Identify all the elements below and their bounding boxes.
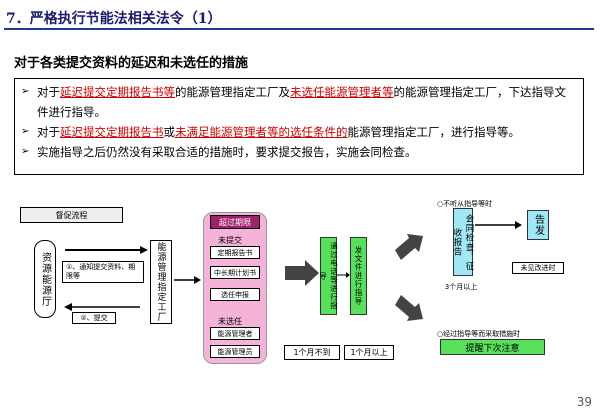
not-improved-label: 未见改进时	[512, 262, 564, 274]
bullet-marker: ➢	[21, 86, 30, 97]
factory-label: 能源管理指定工厂	[155, 242, 166, 322]
bullet-item: ➢ 对于延迟提交定期报告书等的能源管理指定工厂及未选任能源管理者等的能源管理指定工…	[21, 82, 577, 122]
bullet-text: 对于	[37, 125, 60, 139]
reminder-box: 提醒下次注意	[440, 339, 545, 355]
highlighted-text: 未满足能源管理者等的选任条件的	[175, 125, 348, 139]
bullet-marker: ➢	[21, 126, 30, 137]
submit-label: ②、提交	[72, 312, 116, 324]
bullet-text: 能源管理指定工厂，进行指导等。	[347, 125, 521, 139]
doc-periodic-report: 定期报告书	[210, 246, 260, 259]
bottom-note: ○经过指导等而采取措施时	[437, 330, 521, 338]
bullet-marker: ➢	[21, 146, 30, 157]
bullet-item: ➢ 对于延迟提交定期报告书或未满足能源管理者等的选任条件的能源管理指定工厂，进行指…	[21, 122, 577, 142]
flow-header: 督促流程	[20, 207, 123, 223]
doc-guidance-box: 发文件进行指导	[350, 237, 367, 315]
phone-guidance-label: 通过电话等进行指导	[318, 242, 339, 310]
page-title: 7．严格执行节能法相关法令（1）	[6, 11, 222, 27]
overdue-header: 超过期限	[210, 215, 260, 229]
factory-to-overdue-arrow	[174, 276, 201, 284]
block-arrow-1	[285, 260, 319, 286]
phone-guidance-box: 通过电话等进行指导	[318, 237, 339, 315]
over-1month-label: 1个月以上	[344, 345, 394, 360]
energy-manager: 能源管理者	[210, 327, 260, 340]
bullet-text: 的能源管理指定工厂，下达指导文件进行指导。	[37, 85, 566, 119]
doc-guidance-label: 发文件进行指导	[354, 246, 363, 306]
over-3months-label: 3个月以上	[437, 280, 485, 293]
page-number: 39	[576, 395, 592, 409]
block-arrow-down	[395, 295, 423, 321]
highlighted-text: 延迟提交定期报告书等	[60, 85, 175, 99]
agency-label: 资源能源厅	[39, 251, 51, 307]
highlighted-text: 延迟提交定期报告书	[60, 125, 164, 139]
inspection-label: 会同检查，征收报告	[452, 213, 474, 271]
bullet-item: ➢ 实施指导之后仍然没有采取合适的措施时，要求提交报告，实施会同检查。	[21, 142, 577, 162]
top-note: ○不听从指导等时	[437, 200, 493, 208]
block-arrow-up	[395, 234, 423, 260]
bullet-text: 的能源管理指定工厂及	[175, 85, 290, 99]
doc-midterm-plan: 中长期计划书	[210, 266, 260, 279]
energy-officer: 能源管理员	[210, 345, 260, 358]
bullet-text: 对于	[37, 85, 60, 99]
inspection-to-warning-arrow	[475, 221, 522, 229]
agency-box: 资源能源厅	[34, 240, 56, 318]
bullet-text: 实施指导之后仍然没有采取合适的措施时，要求提交报告，实施会同检查。	[37, 145, 417, 159]
title-divider	[4, 28, 594, 30]
factory-box: 能源管理指定工厂	[150, 240, 172, 324]
notice-label: ①、通知提交资料、期限等	[62, 261, 144, 283]
doc-appointment: 选任申报	[210, 288, 260, 301]
warning-box: 告发	[527, 210, 549, 240]
guidance-arrow	[337, 272, 350, 278]
highlighted-text: 未选任能源管理者等	[290, 85, 394, 99]
warning-label: 告发	[532, 214, 544, 236]
not-appointed-label: 未选任	[218, 317, 242, 326]
inspection-box: 会同检查，征收报告	[452, 208, 474, 276]
flow-arrows	[64, 246, 148, 311]
bullet-text: 或	[163, 125, 176, 139]
under-1month-label: 1个月不到	[284, 345, 340, 360]
not-submitted-label: 未提交	[218, 236, 242, 245]
bullet-list: ➢对于延迟提交定期报告书等的能源管理指定工厂及未选任能源管理者等的能源管理指定工…	[14, 78, 584, 175]
section-subtitle: 对于各类提交资料的延迟和未选任的措施	[14, 56, 249, 71]
